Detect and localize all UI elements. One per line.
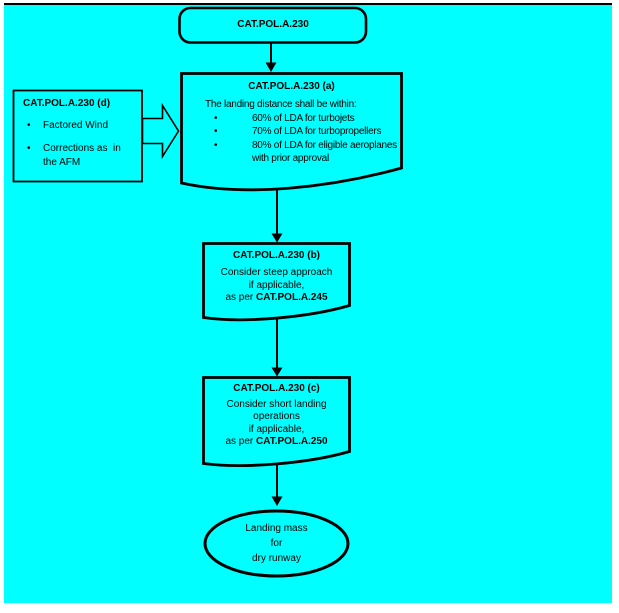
bullet-icon xyxy=(205,139,252,153)
node-d-bullet-2: Corrections as in xyxy=(23,142,137,156)
node-b-line-1: Consider steep approach xyxy=(220,267,333,278)
node-c-line-1: Consider short landing xyxy=(226,399,327,410)
end-node-label: Landing mass for dry runway xyxy=(206,521,347,566)
node-d-bullet-2-text: Corrections as in xyxy=(43,143,121,154)
document-c-shape xyxy=(204,378,350,466)
end-node-line-1: Landing mass xyxy=(245,523,308,534)
box-d-shape xyxy=(14,91,143,182)
node-b-reference: CAT.POL.A.245 xyxy=(256,292,328,303)
node-d-content: CAT.POL.A.230 (d) Factored Wind Correcti… xyxy=(23,97,137,170)
node-c-line-4-prefix: as per xyxy=(225,436,257,448)
node-b-line-3-prefix: as per xyxy=(225,292,257,303)
node-d-title: CAT.POL.A.230 (d) xyxy=(23,98,111,109)
node-c-title: CAT.POL.A.230 (c) xyxy=(233,383,320,394)
node-a-bullet-3: 80% of LDA for eligible aeroplanes xyxy=(205,139,405,153)
arrowhead-a-to-b xyxy=(271,233,283,243)
end-node-shape xyxy=(205,511,348,576)
node-d-bullet-1: Factored Wind xyxy=(23,119,137,133)
node-d-bullet-2-continuation: the AFM xyxy=(43,157,81,168)
end-node-line-3: dry runway xyxy=(252,553,301,564)
bullet-icon xyxy=(23,119,43,133)
node-c-reference: CAT.POL.A.250 xyxy=(256,436,328,448)
document-a-shape xyxy=(182,74,402,190)
end-node-line-2: for xyxy=(270,538,283,549)
start-node-shape xyxy=(180,8,367,43)
node-a-bullet-2: 70% of LDA for turbopropellers xyxy=(205,125,405,139)
node-b-title: CAT.POL.A.230 (b) xyxy=(232,250,321,261)
node-c-line-3: if applicable, xyxy=(248,423,305,435)
node-a-bullet-1: 60% of LDA for turbojets xyxy=(205,112,405,126)
node-a-bullet-3-text: 80% of LDA for eligible aeroplanes xyxy=(252,139,397,151)
node-a-body: The landing distance shall be within: 60… xyxy=(205,98,405,166)
node-a-bullet-1-text: 60% of LDA for turbojets xyxy=(252,112,355,124)
bullet-icon xyxy=(205,112,252,126)
node-b-line-2: if applicable, xyxy=(248,279,305,291)
node-b-content: CAT.POL.A.230 (b) Consider steep approac… xyxy=(203,249,350,305)
document-b-shape xyxy=(204,244,350,320)
node-a-bullet-2-text: 70% of LDA for turbopropellers xyxy=(252,126,382,137)
block-arrow-d-to-a xyxy=(143,106,179,157)
bullet-icon xyxy=(23,142,43,156)
arrowhead-b-to-c xyxy=(271,367,283,377)
bullet-icon xyxy=(205,125,252,139)
start-node-label: CAT.POL.A.230 xyxy=(237,19,309,30)
node-c-content: CAT.POL.A.230 (c) Consider short landing… xyxy=(203,382,350,449)
node-a-title: CAT.POL.A.230 (a) xyxy=(248,81,335,92)
node-c-line-4: as per CAT.POL.A.250 xyxy=(203,436,350,448)
node-c-line-2: operations xyxy=(253,411,300,423)
node-b-line-3: as per CAT.POL.A.245 xyxy=(203,292,350,305)
node-a-intro: The landing distance shall be within: xyxy=(205,99,357,110)
node-a-bullet-3-continuation: with prior approval xyxy=(252,153,329,164)
arrowhead-c-to-end xyxy=(271,496,283,506)
arrowhead-start-to-a xyxy=(265,62,277,72)
node-d-bullet-1-text: Factored Wind xyxy=(43,120,109,131)
